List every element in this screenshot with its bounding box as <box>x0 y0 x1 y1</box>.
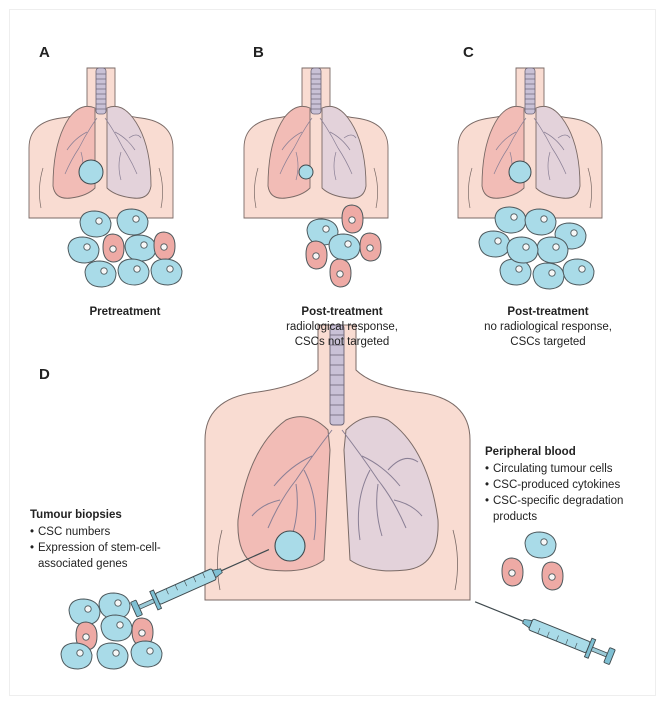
blood-cells-icon <box>502 532 563 590</box>
caption-b: Post-treatment radiological response, CS… <box>262 305 422 350</box>
panel-label-d: D <box>39 366 50 383</box>
chest-c <box>458 68 602 218</box>
tumour-d-icon <box>275 531 305 561</box>
tumour-c-icon <box>509 161 531 183</box>
caption-c: Post-treatment no radiological response,… <box>468 305 628 350</box>
caption-a: Pretreatment <box>45 305 205 320</box>
peripheral-blood-item: CSC-produced cytokines <box>485 477 645 493</box>
chest-a <box>29 68 173 218</box>
caption-a-title: Pretreatment <box>45 305 205 320</box>
caption-c-line1: no radiological response, <box>468 320 628 335</box>
caption-c-line2: CSCs targeted <box>468 335 628 350</box>
tumour-biopsies-item: CSC numbers <box>30 524 200 540</box>
peripheral-blood-item: CSC-specific degradation <box>485 493 645 509</box>
caption-b-line2: CSCs not targeted <box>262 335 422 350</box>
tumour-b-icon <box>299 165 313 179</box>
chest-d <box>205 325 470 600</box>
panel-label-c: C <box>463 44 474 61</box>
tumour-biopsies-heading: Tumour biopsies <box>30 507 200 523</box>
caption-b-title: Post-treatment <box>262 305 422 320</box>
tumour-biopsies-notes: Tumour biopsies CSC numbers Expression o… <box>30 507 200 572</box>
panel-label-a: A <box>39 44 50 61</box>
panel-label-b: B <box>253 44 264 61</box>
peripheral-blood-notes: Peripheral blood Circulating tumour cell… <box>485 444 645 525</box>
cell-cluster-c <box>479 207 594 289</box>
peripheral-blood-item: Circulating tumour cells <box>485 461 645 477</box>
caption-c-title: Post-treatment <box>468 305 628 320</box>
caption-b-line1: radiological response, <box>262 320 422 335</box>
cell-cluster-a <box>68 209 182 287</box>
chest-b <box>244 68 388 218</box>
tumour-a-icon <box>79 160 103 184</box>
tumour-biopsies-item: Expression of stem-cell- <box>30 540 200 556</box>
peripheral-blood-heading: Peripheral blood <box>485 444 645 460</box>
blood-syringe-icon <box>471 593 616 667</box>
peripheral-blood-item-cont: products <box>485 509 645 525</box>
tumour-biopsies-item-cont: associated genes <box>30 556 200 572</box>
